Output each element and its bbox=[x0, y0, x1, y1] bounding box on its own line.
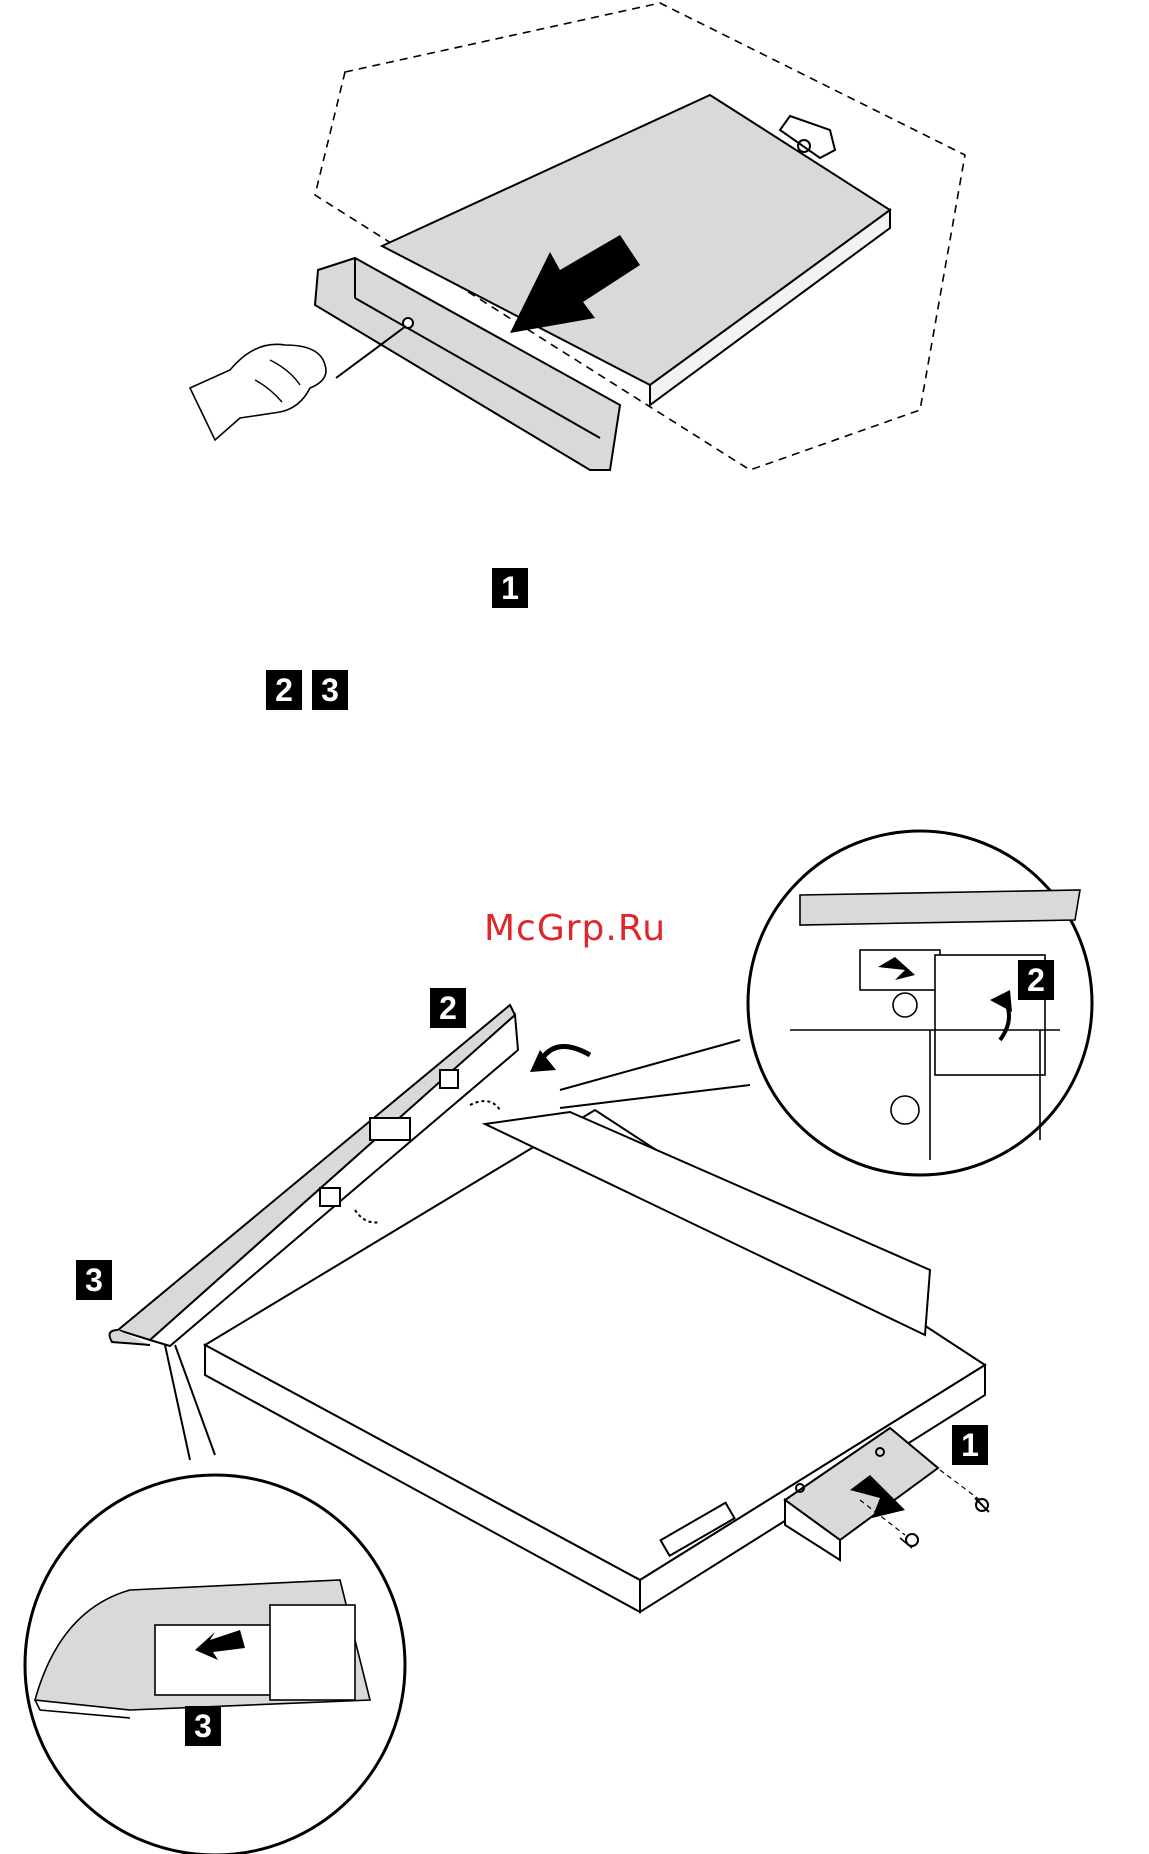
detail-step-2-marker: 2 bbox=[1018, 960, 1054, 1000]
step-3-marker: 3 bbox=[312, 670, 348, 710]
watermark-text: McGrp.Ru bbox=[484, 908, 666, 949]
bottom-figure bbox=[25, 831, 1092, 1854]
clip-dotted bbox=[355, 1210, 380, 1223]
hand-illustration bbox=[190, 344, 326, 440]
bezel-step-2-marker: 2 bbox=[430, 988, 466, 1028]
end-step-3-marker: 3 bbox=[76, 1260, 112, 1300]
detail-step-3-marker: 3 bbox=[185, 1706, 221, 1746]
top-figure bbox=[190, 3, 965, 470]
step-2-marker: 2 bbox=[266, 670, 302, 710]
screw-icon bbox=[900, 1498, 989, 1548]
step-1-marker: 1 bbox=[492, 568, 528, 608]
bracket-step-1-marker: 1 bbox=[952, 1425, 988, 1465]
